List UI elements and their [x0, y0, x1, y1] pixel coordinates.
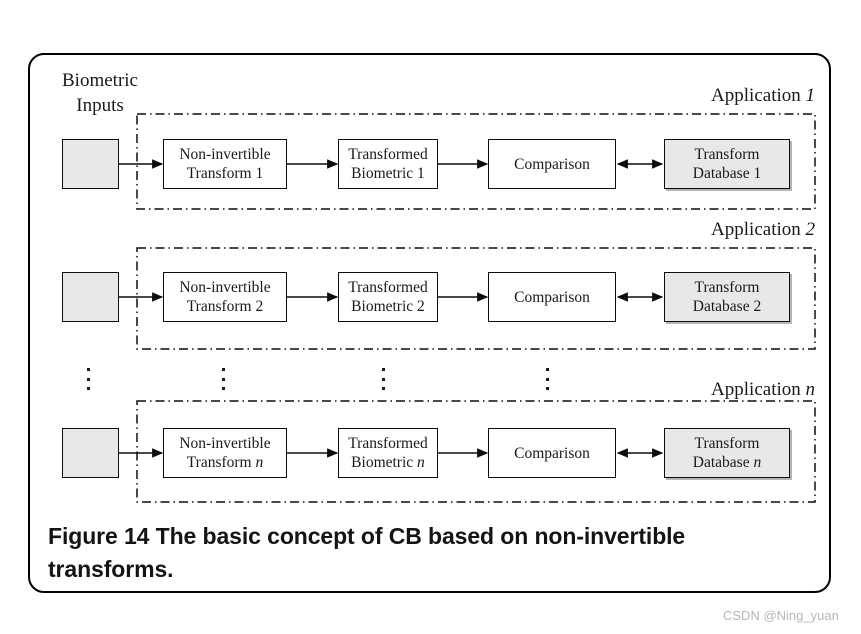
transform-database-box-3: Transform Database n: [664, 428, 790, 478]
comparison-box-2: Comparison: [488, 272, 616, 322]
database-line1-3: Transform: [694, 435, 760, 452]
figure-frame: [28, 53, 831, 593]
transformed-biometric-box-2: Transformed Biometric 2: [338, 272, 438, 322]
biometric-inputs-line2: Inputs: [76, 95, 124, 116]
comparison-box-3: Comparison: [488, 428, 616, 478]
vertical-ellipsis-1: [85, 368, 91, 390]
comparison-box-1: Comparison: [488, 139, 616, 189]
figure-caption-text: The basic concept of CB based on non-inv…: [48, 523, 686, 582]
application-word-3: Application: [711, 379, 801, 400]
comparison-label-2: Comparison: [514, 288, 590, 306]
application-label-2: Application 2: [625, 219, 815, 241]
biometric-line2-3: Biometric n: [351, 454, 425, 471]
database-line2-1: Database 1: [692, 165, 762, 182]
transform-line2-1: Transform 1: [186, 165, 264, 182]
non-invertible-transform-box-3: Non-invertible Transform n: [163, 428, 287, 478]
vertical-ellipsis-2: [220, 368, 226, 390]
vertical-ellipsis-3: [380, 368, 386, 390]
biometric-input-box-2: [62, 272, 119, 322]
watermark-label: CSDN @Ning_yuan: [723, 608, 839, 623]
biometric-line1-3: Transformed: [348, 435, 428, 452]
transformed-biometric-box-3: Transformed Biometric n: [338, 428, 438, 478]
vertical-ellipsis-4: [544, 368, 550, 390]
comparison-label-3: Comparison: [514, 444, 590, 462]
database-line2-2: Database 2: [692, 298, 762, 315]
biometric-line2-1: Biometric 1: [351, 165, 425, 182]
biometric-line1-1: Transformed: [348, 146, 428, 163]
biometric-inputs-line1: Biometric: [62, 70, 138, 91]
application-label-1: Application 1: [625, 85, 815, 107]
transform-line1-2: Non-invertible: [179, 279, 271, 296]
database-line2-3: Database n: [692, 454, 762, 471]
biometric-inputs-label: Biometric Inputs: [52, 68, 148, 118]
transform-database-box-2: Transform Database 2: [664, 272, 790, 322]
transformed-biometric-box-1: Transformed Biometric 1: [338, 139, 438, 189]
figure-caption: Figure 14 The basic concept of CB based …: [48, 520, 816, 586]
application-word-1: Application: [711, 85, 801, 106]
application-word-2: Application: [711, 219, 801, 240]
transform-database-box-1: Transform Database 1: [664, 139, 790, 189]
application-index-2: 2: [805, 219, 816, 240]
biometric-line1-2: Transformed: [348, 279, 428, 296]
database-line1-2: Transform: [694, 279, 760, 296]
application-label-3: Application n: [625, 379, 815, 401]
biometric-input-box-3: [62, 428, 119, 478]
database-line1-1: Transform: [694, 146, 760, 163]
non-invertible-transform-box-1: Non-invertible Transform 1: [163, 139, 287, 189]
non-invertible-transform-box-2: Non-invertible Transform 2: [163, 272, 287, 322]
comparison-label-1: Comparison: [514, 155, 590, 173]
transform-line2-2: Transform 2: [186, 298, 264, 315]
transform-line1-1: Non-invertible: [179, 146, 271, 163]
transform-line1-3: Non-invertible: [179, 435, 271, 452]
biometric-input-box-1: [62, 139, 119, 189]
transform-line2-3: Transform n: [186, 454, 264, 471]
figure-number: Figure 14: [48, 523, 150, 549]
application-index-1: 1: [805, 85, 816, 106]
application-index-3: n: [805, 379, 816, 400]
biometric-line2-2: Biometric 2: [351, 298, 425, 315]
